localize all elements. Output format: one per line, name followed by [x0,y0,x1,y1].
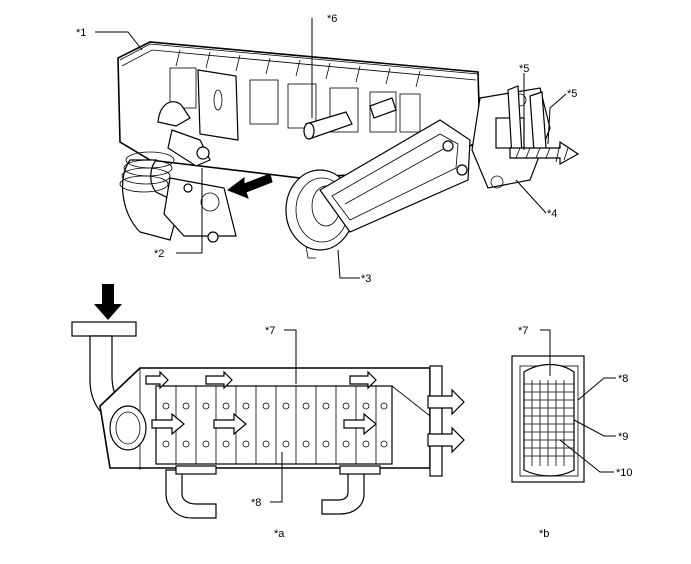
label-b: *b [539,528,549,540]
label-3: *3 [361,273,371,285]
callout-labels: *1 *6 *5 *5 *2 *3 *4 *7 *8 *a *7 *8 *9 *… [76,13,633,540]
label-10: *10 [616,467,633,479]
label-1: *1 [76,27,86,39]
label-5b: *5 [567,88,577,100]
label-9: *9 [618,431,628,443]
leader-lines-bottom [270,329,616,503]
label-8b: *8 [618,373,628,385]
cooler-cutaway-view [71,284,465,519]
label-5a: *5 [519,63,529,75]
label-8a: *8 [251,497,261,509]
label-7b: *7 [518,325,528,337]
cooler-cross-section [511,355,585,483]
egr-cooler-assembly [117,41,580,259]
label-7a: *7 [265,325,275,337]
leader-lines-top [95,18,567,279]
label-4: *4 [547,208,557,220]
label-2: *2 [154,248,164,260]
label-a: *a [274,528,285,540]
label-6: *6 [327,13,337,25]
